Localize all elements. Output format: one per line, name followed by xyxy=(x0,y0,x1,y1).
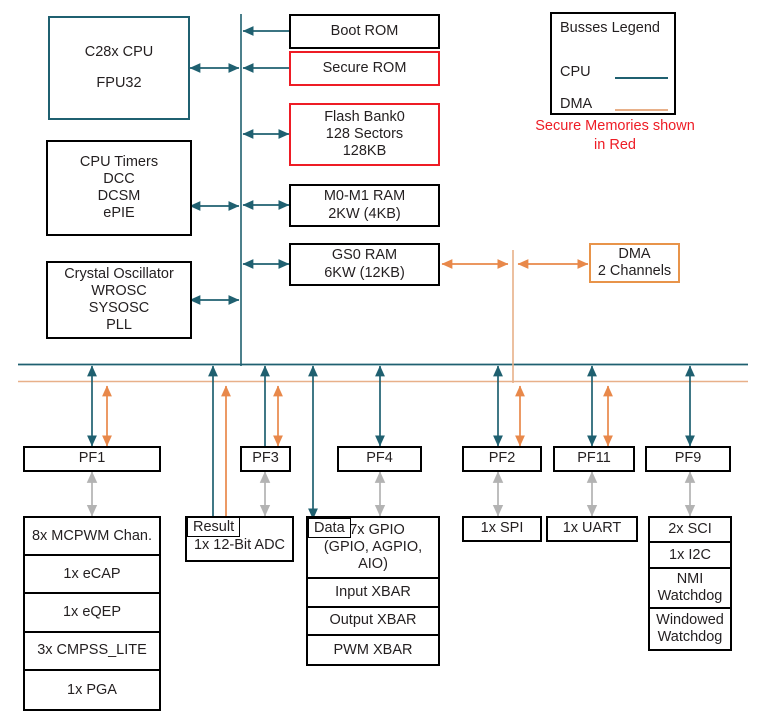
pll-label: PLL xyxy=(106,317,132,334)
legend-cpu-swatch xyxy=(615,77,668,79)
windowed-watchdog-cell[interactable]: Windowed Watchdog xyxy=(650,608,730,649)
mcpwm-cell[interactable]: 8x MCPWM Chan. xyxy=(25,518,159,557)
gpio-stack[interactable]: 27x GPIO (GPIO, AGPIO, AIO) Input XBAR O… xyxy=(306,516,440,666)
sci-label: 2x SCI xyxy=(668,521,712,538)
sysosc-label: SYSOSC xyxy=(88,300,150,316)
i2c-cell[interactable]: 1x I2C xyxy=(650,543,730,569)
nmi-watchdog-label: NMI xyxy=(676,571,704,588)
pf4-label: PF4 xyxy=(366,450,393,467)
gpio-types-label: (GPIO, AGPIO, AIO) xyxy=(323,539,423,572)
gpio-count-label: 27x GPIO xyxy=(341,522,405,539)
input-xbar-cell[interactable]: Input XBAR xyxy=(308,579,438,608)
pga-cell[interactable]: 1x PGA xyxy=(25,670,159,709)
gpio-cell[interactable]: 27x GPIO (GPIO, AGPIO, AIO) xyxy=(308,518,438,580)
secure-rom-label: Secure ROM xyxy=(322,59,407,76)
output-xbar-cell[interactable]: Output XBAR xyxy=(308,607,438,636)
m0m1-ram-block[interactable]: M0-M1 RAM 2KW (4KB) xyxy=(289,184,440,227)
eqep-cell[interactable]: 1x eQEP xyxy=(25,594,159,633)
pf3-label: PF3 xyxy=(252,450,279,467)
spi-block[interactable]: 1x SPI xyxy=(462,516,542,542)
flash-bank0-block[interactable]: Flash Bank0 128 Sectors 128KB xyxy=(289,103,440,166)
gpio-data-tag: Data xyxy=(308,518,351,539)
m0m1-ram-label: M0-M1 RAM xyxy=(323,188,406,205)
legend-dma-swatch xyxy=(615,109,668,111)
pf1-label: PF1 xyxy=(78,450,106,467)
nmi-watchdog-cell[interactable]: NMI Watchdog xyxy=(650,568,730,609)
comms-stack[interactable]: 2x SCI 1x I2C NMI Watchdog Windowed Watc… xyxy=(648,516,732,651)
c28x-cpu-block[interactable]: C28x CPU FPU32 xyxy=(48,16,190,120)
flash-bank-label: Flash Bank0 xyxy=(324,108,405,125)
m0m1-ram-size-label: 2KW (4KB) xyxy=(328,205,401,222)
dcc-label: DCC xyxy=(103,170,135,187)
adc-label: 1x 12-Bit ADC xyxy=(193,536,286,553)
gs0-ram-size-label: 6KW (12KB) xyxy=(324,264,405,281)
cmpss-lite-cell[interactable]: 3x CMPSS_LITE xyxy=(25,632,159,671)
pf9-block[interactable]: PF9 xyxy=(645,446,731,472)
cpu-core-label: C28x CPU xyxy=(84,43,154,60)
boot-rom-block[interactable]: Boot ROM xyxy=(289,14,440,49)
pf2-block[interactable]: PF2 xyxy=(462,446,542,472)
eqep-label: 1x eQEP xyxy=(62,604,122,621)
secure-rom-block[interactable]: Secure ROM xyxy=(289,51,440,86)
cpu-fpu-label: FPU32 xyxy=(96,75,142,91)
ecap-cell[interactable]: 1x eCAP xyxy=(25,556,159,595)
dma-block[interactable]: DMA 2 Channels xyxy=(589,243,680,283)
secure-memories-note: Secure Memories shown in Red xyxy=(532,117,698,155)
legend-title: Busses Legend xyxy=(560,20,660,36)
system-control-block[interactable]: CPU Timers DCC DCSM ePIE xyxy=(46,140,192,236)
secure-note-line1: Secure Memories xyxy=(535,118,649,134)
pf11-label: PF11 xyxy=(577,450,611,467)
output-xbar-label: Output XBAR xyxy=(329,612,417,629)
dcsm-label: DCSM xyxy=(97,188,141,204)
legend-dma-label: DMA xyxy=(560,96,593,112)
uart-block[interactable]: 1x UART xyxy=(546,516,638,542)
gpio-data-label: Data xyxy=(314,520,345,536)
pf9-label: PF9 xyxy=(674,450,702,467)
cmpss-lite-label: 3x CMPSS_LITE xyxy=(37,642,147,659)
adc-result-tag: Result xyxy=(187,517,241,538)
adc-result-label: Result xyxy=(193,519,235,535)
legend-cpu-label: CPU xyxy=(560,64,591,80)
clock-block[interactable]: Crystal Oscillator WROSC SYSOSC PLL xyxy=(46,261,192,339)
sci-cell[interactable]: 2x SCI xyxy=(650,518,730,544)
pf4-block[interactable]: PF4 xyxy=(337,446,422,472)
uart-label: 1x UART xyxy=(562,520,622,537)
epie-label: ePIE xyxy=(103,205,135,222)
pwm-xbar-label: PWM XBAR xyxy=(333,641,413,658)
i2c-label: 1x I2C xyxy=(669,546,711,563)
boot-rom-label: Boot ROM xyxy=(330,22,399,39)
dma-channels-label: 2 Channels xyxy=(597,263,672,279)
flash-size-label: 128KB xyxy=(342,143,387,160)
gs0-ram-label: GS0 RAM xyxy=(331,247,398,264)
dma-label: DMA xyxy=(618,245,651,262)
pga-label: 1x PGA xyxy=(67,681,117,698)
nmi-watchdog-label2: Watchdog xyxy=(657,587,723,604)
crystal-oscillator-label: Crystal Oscillator xyxy=(64,265,174,282)
control-peripherals-stack[interactable]: 8x MCPWM Chan. 1x eCAP 1x eQEP 3x CMPSS_… xyxy=(23,516,161,711)
mcpwm-label: 8x MCPWM Chan. xyxy=(31,527,153,544)
input-xbar-label: Input XBAR xyxy=(335,584,411,601)
pf1-block[interactable]: PF1 xyxy=(23,446,161,472)
pf2-label: PF2 xyxy=(488,450,516,467)
wrosc-label: WROSC xyxy=(91,282,147,299)
ecap-label: 1x eCAP xyxy=(63,565,121,582)
secure-note-line2: shown in Red xyxy=(594,118,695,154)
spi-label: 1x SPI xyxy=(480,520,524,537)
pf3-block[interactable]: PF3 xyxy=(240,446,291,472)
gs0-ram-block[interactable]: GS0 RAM 6KW (12KB) xyxy=(289,243,440,286)
windowed-watchdog-label2: Watchdog xyxy=(657,628,723,645)
pf11-block[interactable]: PF11 xyxy=(553,446,635,472)
windowed-watchdog-label: Windowed xyxy=(656,612,724,629)
busses-legend: Busses Legend CPU DMA xyxy=(550,12,676,115)
flash-sectors-label: 128 Sectors xyxy=(325,125,404,142)
cpu-timers-label: CPU Timers xyxy=(79,153,159,170)
pwm-xbar-cell[interactable]: PWM XBAR xyxy=(308,635,438,664)
